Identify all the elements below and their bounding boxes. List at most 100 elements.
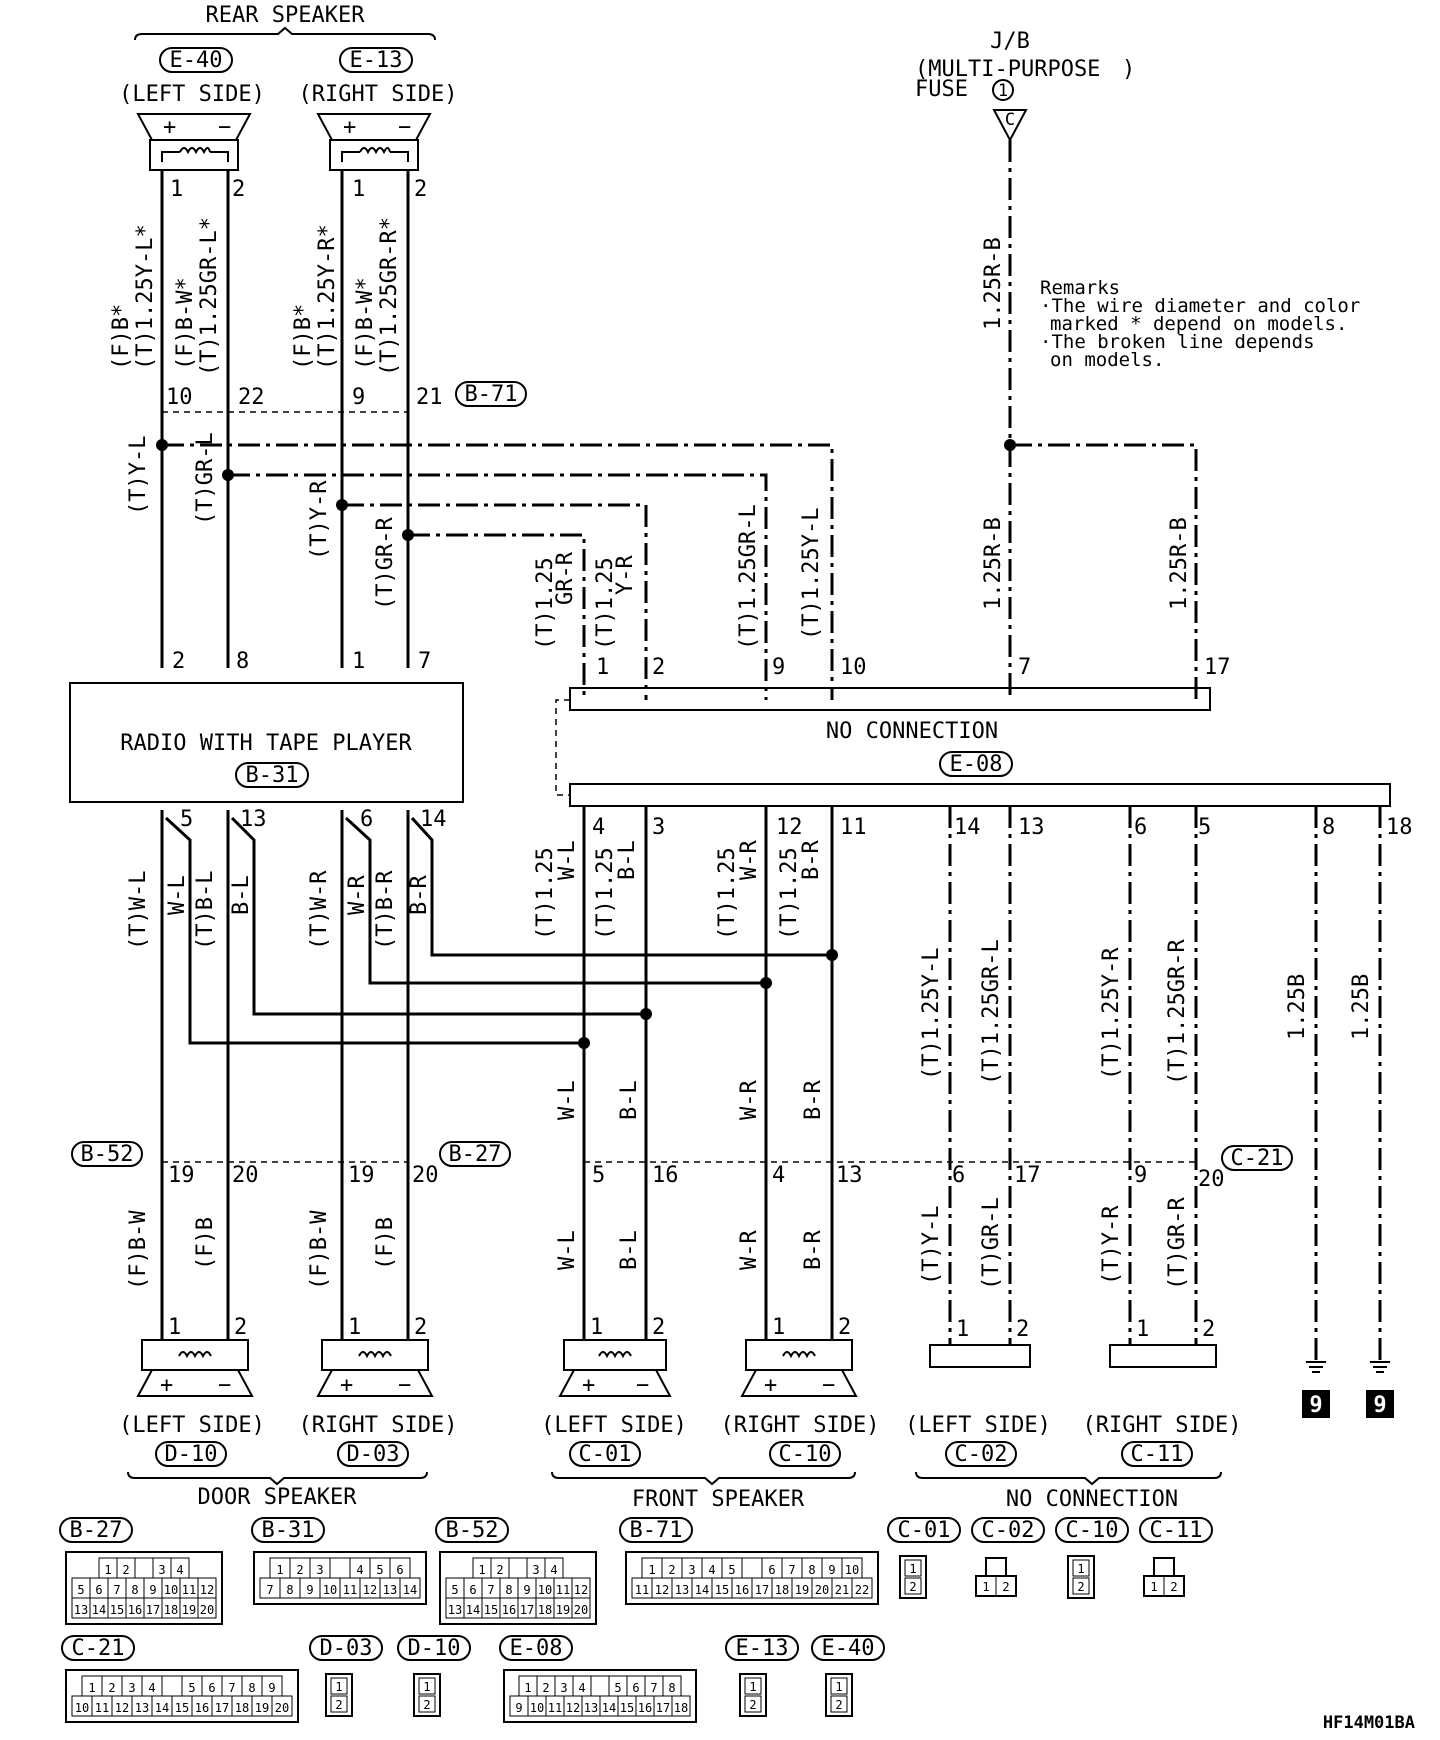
- b71-pin9: 9: [352, 385, 365, 410]
- label-bl-a: B-L: [615, 840, 640, 880]
- pin-cell: [329, 1557, 351, 1579]
- connector-outline: [825, 1673, 853, 1717]
- pin-number: 8: [286, 1583, 293, 1597]
- pin-number: 6: [469, 1583, 476, 1597]
- pin-number: 17: [215, 1701, 229, 1715]
- b71-badge: [455, 381, 527, 407]
- pin-cell: [851, 1577, 873, 1599]
- rear-left-speaker-icon: [136, 113, 252, 141]
- e08-bot-pin-3: 3: [652, 815, 665, 840]
- door-speaker-title: DOOR SPEAKER: [198, 1485, 358, 1510]
- remarks-line4: on models.: [1050, 349, 1164, 371]
- speaker-pin2: 2: [234, 1315, 247, 1340]
- pin-number: 1: [1077, 1562, 1084, 1576]
- rear-left-label: (LEFT SIDE): [119, 82, 265, 107]
- key-icon: [1153, 1557, 1175, 1576]
- d03-side: (RIGHT SIDE): [299, 1413, 458, 1438]
- label-tgrr: (T)GR-R: [1165, 1197, 1190, 1290]
- pin-number: 2: [749, 1698, 756, 1712]
- e08-bot-pin-6: 6: [1134, 815, 1147, 840]
- pin-number: 2: [1077, 1580, 1084, 1594]
- c11-side: (RIGHT SIDE): [1083, 1413, 1242, 1438]
- pin-number: 7: [650, 1681, 657, 1695]
- pin-number: 18: [538, 1603, 552, 1617]
- speaker-cone-icon: [136, 1369, 254, 1397]
- e13-pinout: 12: [739, 1673, 767, 1717]
- front-speaker-title: FRONT SPEAKER: [632, 1487, 805, 1512]
- speaker-pin2: 2: [838, 1315, 851, 1340]
- pin-number: 9: [515, 1701, 522, 1715]
- pin-cell: [330, 1695, 348, 1713]
- pin-number: 4: [176, 1563, 183, 1577]
- radio-unit: 2 8 1 7 RADIO WITH TAPE PLAYER B-31 5 13…: [69, 649, 464, 832]
- d03-ref: D-03: [347, 1442, 400, 1467]
- pin-number: 10: [75, 1701, 89, 1715]
- label-b125-b: 1.25B: [1349, 974, 1374, 1040]
- remarks: Remarks ·The wire diameter and color mar…: [1040, 277, 1360, 371]
- e13-badge: [725, 1635, 799, 1661]
- pin-number: 17: [520, 1603, 534, 1617]
- e08-ref: E-08: [950, 752, 1003, 777]
- speaker-plus: +: [582, 1373, 595, 1398]
- label-b-l: B-L: [229, 875, 254, 915]
- b27-label: B-27: [70, 1518, 123, 1543]
- remarks-line3: ·The broken line depends: [1040, 331, 1315, 353]
- pin-number: 9: [149, 1583, 156, 1597]
- lower-wires: [160, 806, 834, 1340]
- d10-badge: [397, 1635, 471, 1661]
- b71-pin21: 21: [416, 385, 443, 410]
- c21-ref: C-21: [1231, 1146, 1284, 1171]
- label-b-r: B-R: [407, 875, 432, 915]
- pin-number: 5: [77, 1583, 84, 1597]
- pin-number: 15: [715, 1583, 729, 1597]
- e08-top-pin-10: 10: [840, 655, 867, 680]
- pin-number: 2: [335, 1698, 342, 1712]
- speaker-minus: −: [218, 1373, 231, 1398]
- pin-number: 8: [131, 1583, 138, 1597]
- e13-badge: [339, 47, 413, 73]
- pin-number: 16: [735, 1583, 749, 1597]
- e08-top-pin-1: 1: [596, 655, 609, 680]
- pin-number: 7: [487, 1583, 494, 1597]
- e08-bot-pin-13: 13: [1018, 815, 1045, 840]
- top-wire-labels: (F)B* (T)1.25Y-L* (F)B-W* (T)1.25GR-L* (…: [109, 217, 402, 376]
- pin-number: 2: [668, 1563, 675, 1577]
- pin-number: 6: [396, 1563, 403, 1577]
- e08-no-connection: NO CONNECTION: [826, 719, 998, 744]
- pin-cell: [271, 1695, 293, 1717]
- pin-number: 3: [158, 1563, 165, 1577]
- pin-number: 9: [523, 1583, 530, 1597]
- pin-number: 1: [909, 1562, 916, 1576]
- pin-number: 17: [146, 1603, 160, 1617]
- pin-number: 14: [602, 1701, 616, 1715]
- pin-number: 13: [135, 1701, 149, 1715]
- speaker-pin2: 2: [652, 1315, 665, 1340]
- e08-bot-pin-11: 11: [840, 815, 867, 840]
- radio-top-pin-8: 8: [236, 649, 249, 674]
- pin-number: 1: [1150, 1580, 1157, 1594]
- connector-body: [1109, 1344, 1217, 1368]
- jb-close-paren: ): [1122, 57, 1135, 82]
- bottom-wire-labels: (F)B-W (F)B (F)B-W (F)B W-L B-L W-R B-R …: [126, 1197, 1190, 1290]
- pin-number: 7: [228, 1681, 235, 1695]
- rear-right-plus: +: [343, 115, 356, 140]
- fuse-circle-icon: [992, 79, 1014, 101]
- wire-label-y-r: (T)1.25Y-R*: [315, 224, 340, 370]
- label-tb-l: (T)B-L: [193, 871, 218, 950]
- e08-bottom-bar: [569, 783, 1391, 807]
- pin-number: 9: [306, 1583, 313, 1597]
- b71-ref: B-71: [465, 382, 518, 407]
- label-gr125r: (T)1.25GR-R: [1165, 939, 1190, 1085]
- pin-number: 13: [675, 1583, 689, 1597]
- pin-number: 7: [266, 1583, 273, 1597]
- b52-badge: [435, 1517, 509, 1543]
- bus-dots: [156, 439, 1016, 541]
- connector-outline: [253, 1551, 427, 1605]
- pin-number: 14: [92, 1603, 106, 1617]
- pin-number: 7: [113, 1583, 120, 1597]
- radio-box: [69, 682, 464, 803]
- label-fbw-b: (F)B-W: [307, 1210, 332, 1290]
